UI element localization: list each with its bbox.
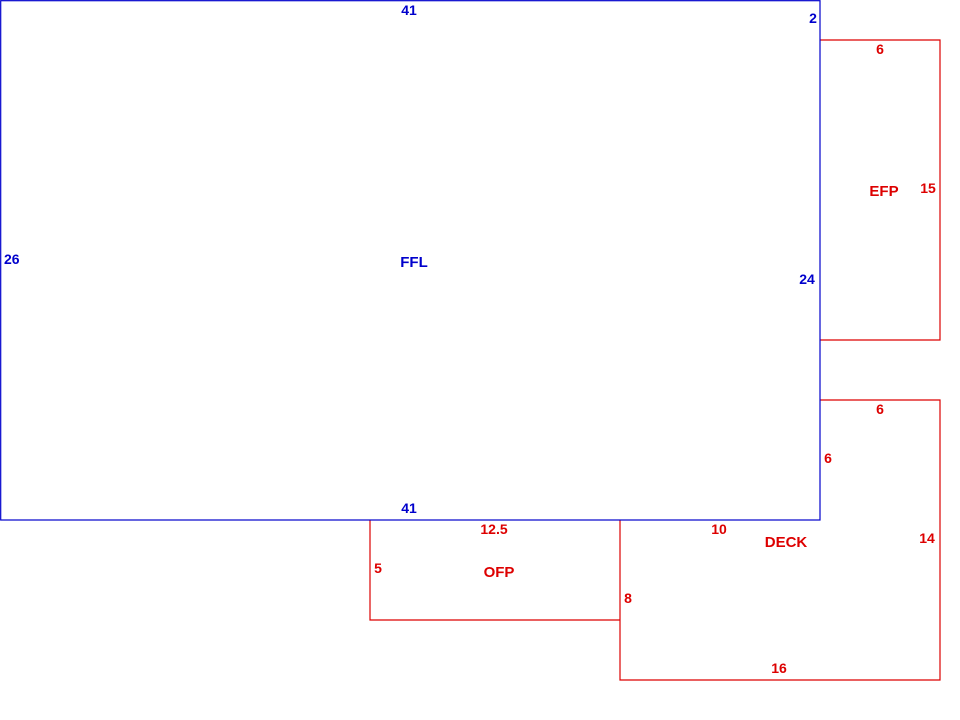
ffl-dim-bottom: 41 [401, 500, 417, 516]
ffl-dim-jog: 2 [809, 10, 817, 26]
ofp-dim-left: 5 [374, 560, 382, 576]
efp-dim-right: 15 [920, 180, 936, 196]
deck-dim-top-left: 10 [711, 521, 727, 537]
deck-dim-left-lower: 8 [624, 590, 632, 606]
deck-dim-top: 6 [876, 401, 884, 417]
ffl-dim-top: 41 [401, 2, 417, 18]
ffl-dim-right: 24 [799, 271, 815, 287]
ofp-label: OFP [484, 564, 515, 581]
efp-dim-top: 6 [876, 41, 884, 57]
ffl-dim-left: 26 [4, 251, 20, 267]
efp-outline [820, 39, 941, 341]
deck-label: DECK [765, 534, 808, 551]
ffl-label: FFL [400, 254, 428, 271]
deck-dim-bottom: 16 [771, 660, 787, 676]
deck-dim-left-upper: 6 [824, 450, 832, 466]
efp-label: EFP [869, 183, 898, 200]
ffl-outline [0, 0, 821, 521]
ofp-outline [369, 520, 620, 621]
ofp-dim-top: 12.5 [480, 521, 507, 537]
deck-dim-right: 14 [919, 530, 935, 546]
deck-outline [619, 399, 941, 681]
